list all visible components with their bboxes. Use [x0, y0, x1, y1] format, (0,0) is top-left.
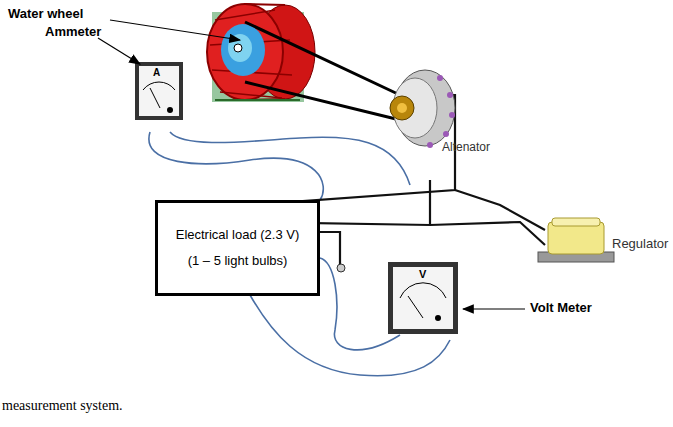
- regulator: [538, 218, 614, 262]
- part-label: Ammeter: [45, 24, 101, 39]
- part-label: Altenator: [442, 140, 490, 154]
- alternator: [390, 70, 455, 148]
- load-box: Electrical load (2.3 V) (1 – 5 light bul…: [155, 200, 320, 296]
- meter-symbol: A: [153, 67, 160, 78]
- part-label: Water wheel: [8, 6, 83, 21]
- caption: measurement system.: [2, 398, 123, 414]
- ammeter: [135, 62, 183, 120]
- voltmeter: [388, 262, 458, 334]
- box-text: Electrical load (2.3 V) (1 – 5 light bul…: [176, 227, 300, 268]
- meter-symbol: V: [419, 268, 426, 280]
- part-label: Regulator: [612, 236, 668, 251]
- part-label: Volt Meter: [530, 300, 592, 315]
